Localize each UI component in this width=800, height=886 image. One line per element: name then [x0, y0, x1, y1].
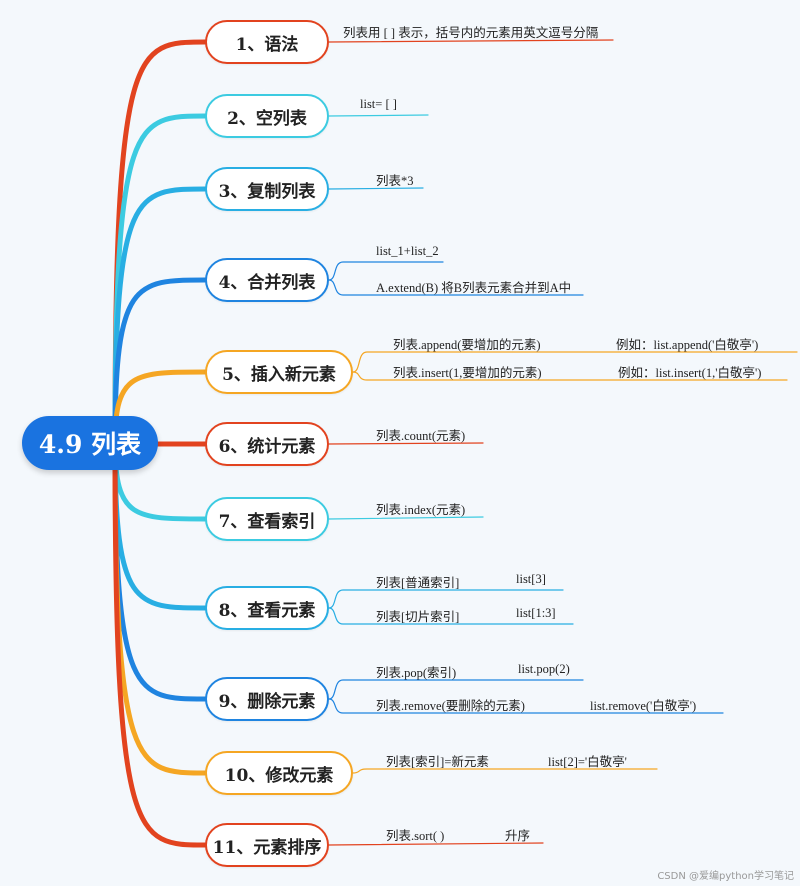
topic-node: 4、合并列表	[205, 258, 329, 302]
leaf-example-text: list.pop(2)	[518, 662, 570, 676]
leaf-connector	[328, 261, 444, 281]
topic-node: 2、空列表	[205, 94, 329, 138]
leaf-text: 列表.insert(1,要增加的元素)	[393, 366, 542, 380]
topic-node: 10、修改元素	[205, 751, 353, 795]
topic-node: 11、元素排序	[205, 823, 329, 867]
leaf-connector	[352, 351, 798, 373]
leaf-text: 列表.index(元素)	[376, 503, 466, 517]
leaf-connector	[328, 114, 429, 117]
topic-node: 3、复制列表	[205, 167, 329, 211]
leaf-connector	[352, 371, 788, 381]
leaf-example-text: 例如：list.insert(1,'白敬亭')	[618, 366, 762, 380]
leaf-connector	[328, 442, 484, 445]
leaf-text: 列表*3	[376, 174, 414, 188]
leaf-example-text: 升序	[505, 829, 531, 843]
leaf-example-text: list[2]='白敬亭'	[548, 755, 627, 769]
leaf-text: 列表.sort( )	[386, 829, 445, 843]
leaf-connector	[328, 187, 424, 190]
leaf-text: 列表.append(要增加的元素)	[393, 338, 541, 352]
leaf-text: 列表.remove(要删除的元素)	[376, 699, 525, 713]
leaf-text: 列表[切片索引]	[376, 610, 460, 624]
leaf-connector	[328, 279, 584, 296]
leaf-connector	[328, 589, 564, 609]
leaf-text: 列表.pop(索引)	[376, 666, 457, 680]
topic-node: 7、查看索引	[205, 497, 329, 541]
leaf-text: 列表[索引]=新元素	[386, 755, 489, 769]
leaf-example-text: list.remove('白敬亭')	[590, 699, 697, 713]
leaf-connector	[328, 698, 724, 714]
leaf-text: 列表.count(元素)	[376, 429, 466, 443]
leaf-connector	[352, 768, 658, 774]
leaf-example-text: 例如：list.append('白敬亭')	[616, 338, 759, 352]
leaf-text: 列表用 [ ] 表示，括号内的元素用英文逗号分隔	[343, 26, 599, 40]
leaf-example-text: list[3]	[516, 572, 546, 586]
topic-node: 9、删除元素	[205, 677, 329, 721]
trunk-connector	[112, 440, 208, 848]
topic-node: 1、语法	[205, 20, 329, 64]
watermark: CSDN @爱编python学习笔记	[657, 871, 794, 882]
leaf-example-text: list[1:3]	[516, 606, 556, 620]
leaf-connector	[328, 842, 544, 846]
topic-node: 6、统计元素	[205, 422, 329, 466]
leaf-text: A.extend(B) 将B列表元素合并到A中	[376, 281, 572, 295]
leaf-text: 列表[普通索引]	[376, 576, 460, 590]
leaf-connector	[328, 516, 484, 520]
topic-node: 5、插入新元素	[205, 350, 353, 394]
root-node: 4.9 列表	[22, 416, 158, 470]
leaf-connector	[328, 607, 574, 625]
trunk-connector	[112, 277, 208, 446]
topic-node: 8、查看元素	[205, 586, 329, 630]
leaf-connector	[328, 679, 584, 700]
leaf-text: list= [ ]	[360, 97, 397, 111]
leaf-text: list_1+list_2	[376, 244, 439, 258]
leaf-connector	[328, 39, 614, 43]
